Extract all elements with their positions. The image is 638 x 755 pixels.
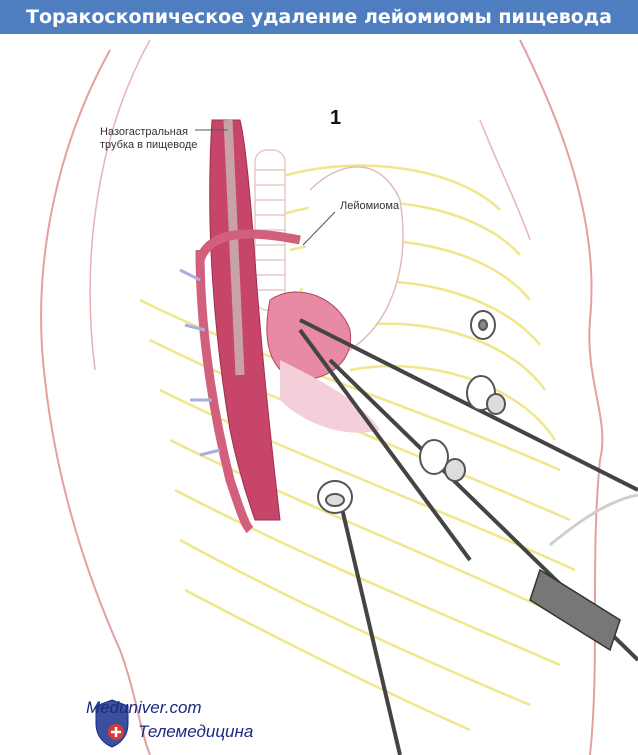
tumor-label-leader [302,211,336,246]
body-outline-left [40,49,151,755]
watermark-line1: Meduniver.com [86,698,202,717]
watermark-line2: Телемедицина [138,722,254,741]
body-outline-right-inner [479,119,531,241]
shield-cross-icon [95,699,129,748]
rib-cage [139,164,576,732]
aortic-arch [195,229,301,262]
esophagus [209,119,281,521]
figure-number: 1 [330,107,342,129]
medical-illustration [40,39,638,755]
stapler-handle [529,568,621,652]
label-tube: Назогастральная трубка в пищеводе [100,126,197,152]
body-outline-left-inner [89,39,151,371]
label-tumor: Лейомиома [340,200,400,212]
nasogastric-tube [223,119,245,376]
vessel-branches [179,268,221,457]
watermark-logo: Meduniver.com Телемедицина [86,698,286,753]
irrigation-tube [549,493,638,547]
label-tube-line2: трубка в пищеводе [100,139,198,151]
pleura [280,360,380,433]
label-tube-line1: Назогастральная [100,126,188,138]
blood-vessel [195,249,254,534]
page-title: Торакоскопическое удаление лейомиомы пищ… [0,0,638,34]
trocars [317,310,506,514]
body-outline-right [519,39,604,755]
